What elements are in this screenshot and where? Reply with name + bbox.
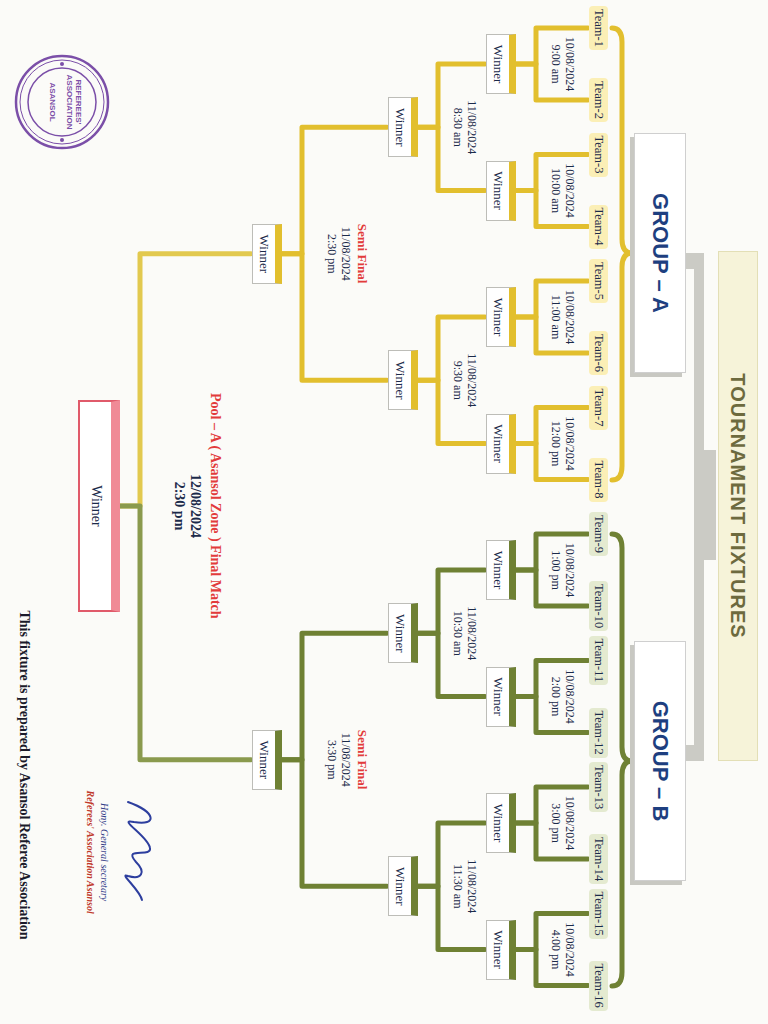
node-text: Team-6 (591, 334, 606, 372)
node-text: Winner (81, 402, 111, 610)
node-text: Winner (490, 43, 506, 85)
winner-box: Winner (486, 540, 516, 600)
team-box: Team-13 (589, 762, 608, 812)
signatory-title: Hony. General secretary (99, 803, 110, 901)
match-time: 10/08/2024 2:00 pm (548, 667, 576, 727)
node-text: Winner (490, 676, 506, 718)
signature (125, 802, 150, 900)
winner-box: Winner (388, 856, 418, 916)
team-box: Team-10 (589, 581, 608, 631)
match-time: 10/08/2024 3:00 pm (548, 793, 576, 853)
node-text: Team-16 (591, 964, 606, 1008)
match-time: 10/08/2024 4:00 pm (548, 920, 576, 980)
node-text: GROUP – B (635, 672, 685, 850)
semi-final-winner-box: Winner (252, 224, 282, 284)
match-time: 10/08/2024 1:00 pm (548, 540, 576, 600)
bracket-connector (120, 254, 251, 506)
team-box: Team-16 (589, 961, 608, 1011)
stamp-text: REFEREES' ASSOCIATION (64, 72, 82, 132)
match-time: 11/08/2024 9:30 am (450, 349, 478, 411)
match-time: 11/08/2024 2:30 pm (324, 223, 352, 285)
footer-note: This fixture is prepared by Asansol Refe… (16, 611, 32, 940)
title-connector (686, 253, 716, 761)
association-stamp (16, 56, 108, 148)
winner-box: Winner (486, 287, 516, 347)
node-text: Team-12 (591, 711, 606, 755)
node-text: Team-13 (591, 765, 606, 809)
node-text: Team-2 (591, 81, 606, 119)
match-time: 11/08/2024 8:30 am (450, 96, 478, 158)
team-box: Team-12 (589, 708, 608, 758)
node-text: Winner (490, 296, 506, 338)
team-box: Team-11 (589, 636, 608, 686)
node-text: Winner (256, 233, 272, 275)
node-text: Winner (392, 106, 408, 148)
stamp-text: ASANSOL (47, 72, 56, 132)
team-box: Team-14 (589, 834, 608, 884)
bracket-connector (120, 506, 251, 760)
node-text: TOURNAMENT FIXTURES (719, 252, 757, 760)
node-text: Winner (392, 359, 408, 401)
match-time: 11/08/2024 3:30 pm (324, 729, 352, 791)
match-time: 10/08/2024 12:00 pm (548, 414, 576, 474)
round-title: Semi Final (354, 730, 370, 790)
node-text: Winner (392, 612, 408, 654)
team-box: Team-9 (589, 512, 608, 556)
round-title: Semi Final (354, 224, 370, 284)
match-time: 12/08/2024 2:30 pm (171, 466, 203, 546)
title-band: TOURNAMENT FIXTURES (718, 251, 758, 761)
node-text: Winner (490, 423, 506, 465)
winner-box: Winner (388, 350, 418, 410)
signatory-body: Referees' Association Asansol (85, 791, 96, 914)
semi-final-winner-box: Winner (252, 730, 282, 790)
node-text: Team-11 (591, 639, 606, 683)
node-text: Team-5 (591, 262, 606, 300)
winner-box: Winner (486, 161, 516, 221)
node-text: Team-9 (591, 515, 606, 553)
team-box: Team-1 (589, 6, 608, 50)
winner-box: Winner (486, 34, 516, 94)
match-time: 10/08/2024 9:00 am (548, 34, 576, 94)
team-box: Team-3 (589, 133, 608, 177)
winner-box: Winner (388, 97, 418, 157)
team-box: Team-2 (589, 78, 608, 122)
node-text: Winner (490, 929, 506, 971)
node-text: Winner (490, 802, 506, 844)
node-text: Winner (490, 170, 506, 212)
node-text: Team-8 (591, 461, 606, 499)
winner-box: Winner (486, 793, 516, 853)
node-text: Team-3 (591, 136, 606, 174)
match-time: 10/08/2024 10:00 am (548, 161, 576, 221)
final-winner-box: Winner (78, 400, 120, 612)
node-text: GROUP – A (635, 164, 685, 342)
node-text: Team-10 (591, 584, 606, 628)
group-box: GROUP – A (634, 133, 686, 373)
team-box: Team-6 (589, 331, 608, 375)
team-box: Team-15 (589, 889, 608, 939)
match-time: 11/08/2024 10:30 am (450, 602, 478, 664)
node-text: Team-14 (591, 837, 606, 881)
group-b-brace (612, 534, 632, 986)
final-title: Pool – A ( Asansol Zone ) Final Match (207, 393, 223, 619)
node-text: Team-4 (591, 208, 606, 246)
node-text: Winner (490, 549, 506, 591)
team-box: Team-8 (589, 458, 608, 502)
match-time: 10/08/2024 11:00 am (548, 287, 576, 347)
node-text: Team-7 (591, 389, 606, 427)
group-box: GROUP – B (634, 641, 686, 881)
node-text: Winner (256, 739, 272, 781)
winner-box: Winner (486, 667, 516, 727)
team-box: Team-7 (589, 386, 608, 430)
group-a-brace (612, 28, 632, 480)
node-text: Team-15 (591, 892, 606, 936)
team-box: Team-4 (589, 205, 608, 249)
winner-box: Winner (486, 920, 516, 980)
node-text: Winner (392, 865, 408, 907)
node-text: Team-1 (591, 9, 606, 47)
team-box: Team-5 (589, 259, 608, 303)
winner-box: Winner (486, 414, 516, 474)
match-time: 11/08/2024 11:30 am (450, 855, 478, 917)
winner-box: Winner (388, 603, 418, 663)
